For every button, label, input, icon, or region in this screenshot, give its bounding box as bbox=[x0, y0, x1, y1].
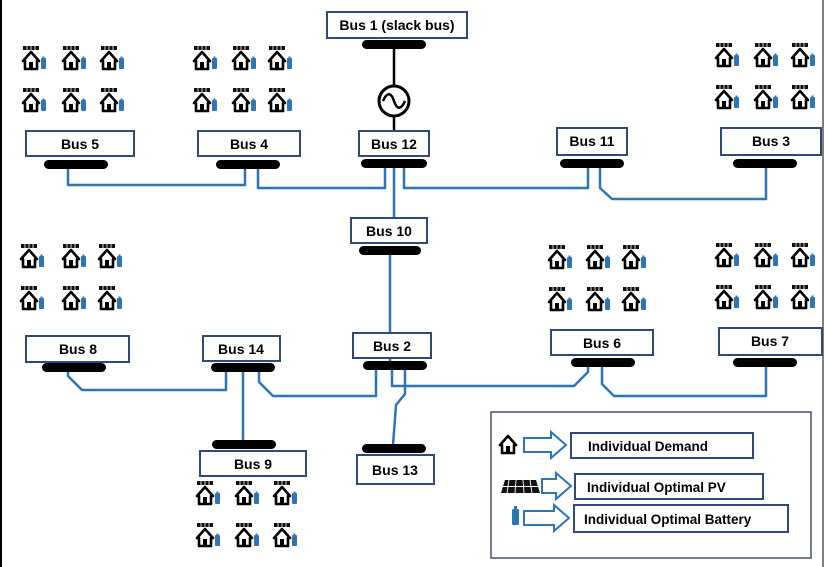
bus-2-label-box bbox=[352, 332, 432, 359]
bus-14-label-box bbox=[202, 335, 281, 362]
bus-3: Bus 3 bbox=[720, 127, 822, 168]
prosumer-cluster-bus-5 bbox=[21, 44, 126, 113]
bus-5-label-box bbox=[25, 130, 135, 157]
bus-7-label: Bus 7 bbox=[751, 333, 789, 349]
bus-2-label: Bus 2 bbox=[373, 338, 411, 354]
bus-1-bar bbox=[362, 40, 426, 49]
bus-11-label: Bus 11 bbox=[569, 133, 614, 149]
legend-demand: Individual Demand bbox=[498, 429, 754, 461]
bus-7-label-box bbox=[718, 327, 823, 356]
bus-4-bar bbox=[216, 160, 280, 169]
bus-6-label-box bbox=[550, 329, 654, 356]
arrow-right-icon bbox=[523, 429, 568, 461]
bus-8-label: Bus 8 bbox=[59, 341, 97, 357]
bus-9-bar bbox=[212, 440, 276, 449]
bus-5-bar bbox=[44, 160, 108, 169]
bus-8-bar bbox=[42, 363, 106, 372]
bus-10-bar bbox=[359, 246, 421, 255]
prosumer-cluster-bus-4 bbox=[192, 44, 294, 113]
bus-7-bar bbox=[733, 358, 797, 367]
bus-4-label: Bus 4 bbox=[230, 136, 268, 152]
battery-icon bbox=[512, 506, 519, 525]
bus-10: Bus 10 bbox=[350, 217, 428, 255]
bus-13-label: Bus 13 bbox=[372, 462, 418, 478]
bus-1: Bus 1 (slack bus) bbox=[326, 11, 468, 49]
bus-8-label-box bbox=[25, 335, 130, 363]
line-2-13 bbox=[391, 366, 407, 447]
bus-6: Bus 6 bbox=[550, 329, 654, 367]
bus-9-label: Bus 9 bbox=[234, 456, 272, 472]
bus-5-label: Bus 5 bbox=[61, 136, 99, 152]
prosumer-cluster-bus-6 bbox=[547, 243, 648, 312]
bus-11: Bus 11 bbox=[556, 127, 628, 168]
legend-battery-label: Individual Optimal Battery bbox=[584, 512, 752, 527]
bus-14-bar bbox=[211, 363, 275, 372]
solar-panel-icon bbox=[501, 479, 540, 494]
legend-pv-label: Individual Optimal PV bbox=[587, 480, 726, 495]
line-11-3 bbox=[598, 166, 768, 201]
bus-1-label: Bus 1 (slack bus) bbox=[339, 17, 454, 33]
bus-12: Bus 12 bbox=[358, 130, 430, 168]
line-6-7 bbox=[600, 360, 768, 398]
bus-9-label-box bbox=[199, 450, 307, 477]
legend-pv: Individual Optimal PV bbox=[501, 470, 764, 502]
bus-6-bar bbox=[571, 358, 635, 367]
bus-2: Bus 2 bbox=[352, 332, 432, 370]
bus-12-bar bbox=[361, 159, 427, 168]
line-4-5 bbox=[66, 166, 247, 187]
bus-4: Bus 4 bbox=[197, 130, 301, 169]
bus-12-label: Bus 12 bbox=[371, 136, 417, 152]
bus-5: Bus 5 bbox=[25, 130, 135, 169]
bus-3-label-box bbox=[720, 127, 822, 156]
bus-3-bar bbox=[733, 159, 797, 168]
legend-battery: Individual Optimal Battery bbox=[512, 502, 789, 534]
bus-13-bar bbox=[362, 444, 426, 453]
line-14-8 bbox=[66, 366, 228, 392]
bus-10-label-box bbox=[350, 217, 428, 244]
bus-2-bar bbox=[363, 361, 427, 370]
prosumer-cluster-bus-3 bbox=[714, 41, 817, 110]
line-2-6 bbox=[390, 361, 590, 388]
line-12-4 bbox=[256, 166, 387, 190]
legend: Individual Demand Individual Optimal PV bbox=[490, 411, 812, 559]
line-2-14 bbox=[257, 366, 378, 398]
bus-9: Bus 9 bbox=[199, 440, 307, 477]
prosumer-cluster-bus-7 bbox=[714, 241, 817, 310]
bus-13: Bus 13 bbox=[356, 444, 435, 485]
bus-8: Bus 8 bbox=[25, 335, 130, 372]
feeder-lines bbox=[66, 166, 768, 447]
arrow-right-icon bbox=[523, 502, 571, 534]
bus-14: Bus 14 bbox=[202, 335, 281, 372]
bus-7: Bus 7 bbox=[718, 327, 823, 367]
bus-11-bar bbox=[560, 159, 624, 168]
prosumer-cluster-bus-8 bbox=[19, 242, 124, 311]
line-12-11 bbox=[402, 166, 590, 190]
bus-14-label: Bus 14 bbox=[218, 341, 264, 357]
bus-3-label: Bus 3 bbox=[752, 133, 790, 149]
slack-generator bbox=[377, 46, 411, 131]
bus-13-label-box bbox=[356, 454, 435, 485]
bus-1-label-box bbox=[326, 11, 468, 39]
bus-10-label: Bus 10 bbox=[366, 223, 412, 239]
prosumer-cluster-bus-9 bbox=[195, 479, 299, 548]
bus-12-label-box bbox=[358, 130, 430, 157]
bus-6-label: Bus 6 bbox=[583, 335, 621, 351]
bus-11-label-box bbox=[556, 127, 628, 156]
legend-demand-label: Individual Demand bbox=[588, 439, 708, 454]
arrow-right-icon bbox=[541, 470, 573, 502]
bus-4-label-box bbox=[197, 130, 301, 157]
